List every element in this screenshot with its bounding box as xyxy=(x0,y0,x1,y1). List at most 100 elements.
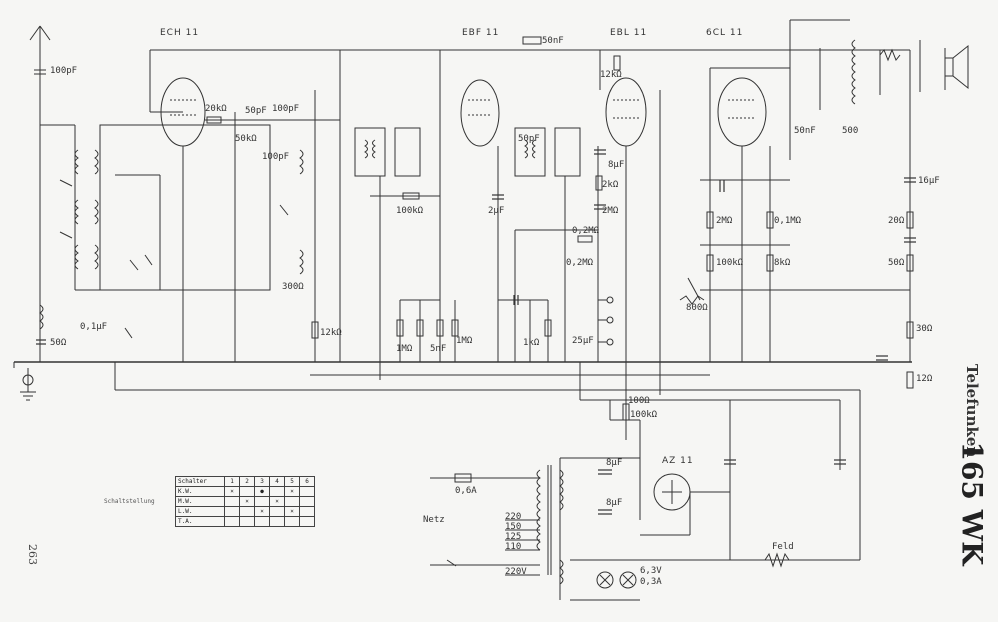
label-osc-resistor: 20kΩ xyxy=(205,104,227,114)
legend-cell xyxy=(299,486,315,497)
label-lamp-voltage: 6,3V xyxy=(640,566,662,576)
label-2m2-resistor: 2MΩ xyxy=(716,216,733,226)
legend-row: M.W. × × xyxy=(175,496,315,507)
label-8uf-capacitor: 8μF xyxy=(608,160,625,170)
legend-cell xyxy=(299,496,315,507)
legend-cell xyxy=(284,496,300,507)
label-a-resistor: 50Ω xyxy=(888,258,905,268)
label-tap-220: 220 xyxy=(505,512,522,522)
legend-cell: × xyxy=(239,496,255,507)
label-lamp-current: 0,3A xyxy=(640,577,662,587)
label-osc-resistor-2: 50kΩ xyxy=(235,134,257,144)
legend-cell xyxy=(239,516,255,527)
label-300-resistor: 300Ω xyxy=(282,282,304,292)
legend-cell: 4 xyxy=(269,476,285,487)
legend-cell xyxy=(284,516,300,527)
brand-block: Telefunken 165 WK xyxy=(952,364,992,585)
label-ecl-capacitor: 50nF xyxy=(794,126,816,136)
label-fuse: 0,6A xyxy=(455,486,477,496)
label-50-resistor: 50Ω xyxy=(50,338,67,348)
label-b-resistor: 30Ω xyxy=(916,324,933,334)
legend-cell: ● xyxy=(254,486,270,497)
legend-cell xyxy=(224,516,240,527)
legend-cell xyxy=(269,516,285,527)
legend-cell: 6 xyxy=(299,476,315,487)
legend-cell xyxy=(269,506,285,517)
legend-cell: 2 xyxy=(239,476,255,487)
label-ecl-resistor: 0,1MΩ xyxy=(774,216,802,226)
legend-row-label: T.A. xyxy=(175,516,225,527)
legend-cell: × xyxy=(254,506,270,517)
legend-cell: 1 xyxy=(224,476,240,487)
label-tap-125: 125 xyxy=(505,532,522,542)
label-25uf-capacitor: 25μF xyxy=(572,336,594,346)
legend-cell xyxy=(254,516,270,527)
legend-row: L.W.×× xyxy=(175,506,315,517)
label-800-resistor: 800Ω xyxy=(686,303,708,313)
legend-cell: × xyxy=(224,486,240,497)
legend-cell: 5 xyxy=(284,476,300,487)
legend-cell: × xyxy=(284,506,300,517)
legend-cell xyxy=(299,516,315,527)
label-field-coil: Feld xyxy=(772,542,794,552)
legend-row: K.W.×●× xyxy=(175,486,315,497)
page-number: 263 xyxy=(26,544,39,565)
label-100k-resistor: 100kΩ xyxy=(396,206,424,216)
label-c-resistor: 12Ω xyxy=(916,374,933,384)
legend-cell: × xyxy=(269,496,285,507)
label-100k3-resistor: 100kΩ xyxy=(716,258,744,268)
tube-label-ecl11: 6CL 11 xyxy=(706,28,744,38)
legend-cell xyxy=(254,496,270,507)
legend-cell xyxy=(224,496,240,507)
label-8k-resistor: 8kΩ xyxy=(774,258,791,268)
legend-row-label: M.W. xyxy=(175,496,225,507)
label-mix-capacitor: 50pF xyxy=(518,134,540,144)
label-12k-resistor: 12kΩ xyxy=(600,70,622,80)
tube-label-ebl11: EBL 11 xyxy=(610,28,648,38)
legend-row-label: K.W. xyxy=(175,486,225,497)
label-antenna-capacitor: 100pF xyxy=(50,66,78,76)
label-ps-capacitor-2: 8μF xyxy=(606,498,623,508)
tube-label-ebf11: EBF 11 xyxy=(462,28,500,38)
label-16uf-capacitor: 16μF xyxy=(918,176,940,186)
label-500-resistor: 500 xyxy=(842,126,859,136)
legend-cell: × xyxy=(284,486,300,497)
label-s2-capacitor: 5nF xyxy=(430,344,447,354)
tube-label-az11: AZ 11 xyxy=(662,456,694,466)
label-600-resistor: 100kΩ xyxy=(630,410,658,420)
label-1m-resistor-2: 1MΩ xyxy=(456,336,473,346)
label-grid-capacitor: 100pF xyxy=(272,104,300,114)
legend-cell xyxy=(239,506,255,517)
label-1k-resistor: 1kΩ xyxy=(523,338,540,348)
label-ps-capacitor-1: 8μF xyxy=(606,458,623,468)
label-mains-switch: 220V xyxy=(505,567,527,577)
label-ps-resistor: 100Ω xyxy=(628,396,650,406)
tube-label-ech11: ECH 11 xyxy=(160,28,200,38)
label-s1-capacitor: 0,1μF xyxy=(80,322,108,332)
label-bias-capacitor: 2μF xyxy=(488,206,505,216)
label-tap-110: 110 xyxy=(505,542,522,552)
label-mains: Netz xyxy=(423,515,445,525)
antenna-symbol xyxy=(29,25,51,108)
legend-cell xyxy=(299,506,315,517)
label-20-resistor: 20Ω xyxy=(888,216,905,226)
legend-cell xyxy=(224,506,240,517)
label-tap-150: 150 xyxy=(505,522,522,532)
label-12-resistor: 12kΩ xyxy=(320,328,342,338)
legend-row: T.A. xyxy=(175,516,315,527)
label-pot-resistor: 2MΩ xyxy=(602,206,619,216)
label-1m-resistor: 1MΩ xyxy=(396,344,413,354)
label-100pf: 100pF xyxy=(262,152,290,162)
legend-cell xyxy=(269,486,285,497)
model-name: 165 WK xyxy=(955,441,989,566)
legend-row-label: Schalter xyxy=(175,476,225,487)
legend-cell xyxy=(239,486,255,497)
label-02m-resistor: 0,2MΩ xyxy=(572,226,600,236)
legend-cell: 3 xyxy=(254,476,270,487)
label-2k-resistor: 2kΩ xyxy=(602,180,619,190)
ground-symbol xyxy=(20,368,36,401)
